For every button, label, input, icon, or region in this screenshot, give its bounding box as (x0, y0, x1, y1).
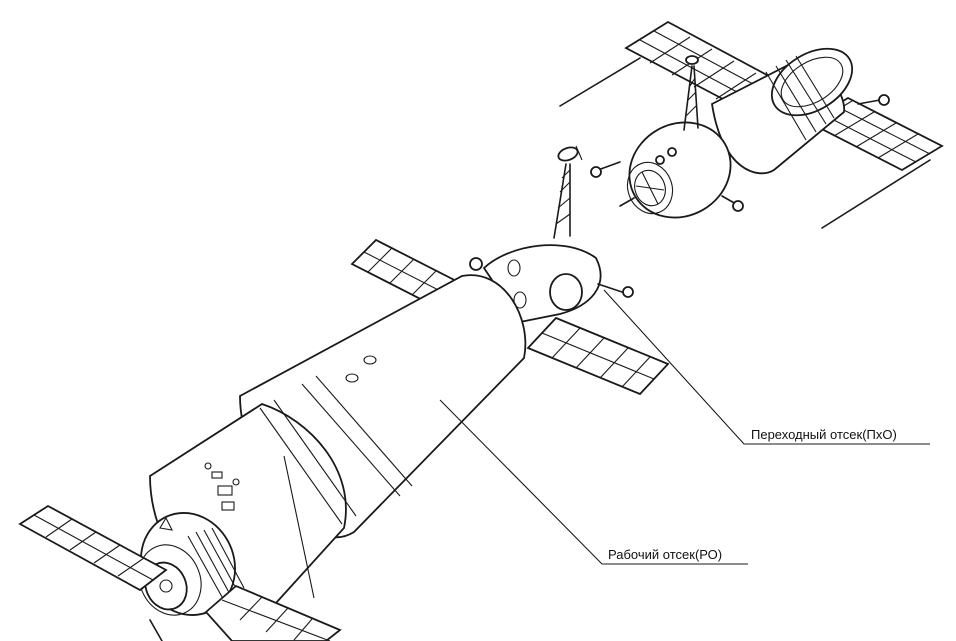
label-work-compartment: Рабочий отсек(РО) (608, 547, 723, 562)
soyuz-spacecraft (559, 20, 944, 229)
station-front-solar-panel-lower (526, 316, 670, 396)
label-transfer-compartment: Переходный отсек(ПхО) (751, 427, 897, 442)
work-compartment-leader (439, 399, 748, 565)
station-rear-solar-panel-left (18, 504, 168, 592)
station-rear-solar-panel-right (149, 584, 342, 641)
callout-leader-lines (439, 289, 930, 565)
transfer-compartment-leader (603, 289, 930, 445)
salyut-station (18, 145, 670, 641)
soyuz-antenna-mast (683, 55, 699, 131)
station-antenna-mast (553, 145, 583, 239)
